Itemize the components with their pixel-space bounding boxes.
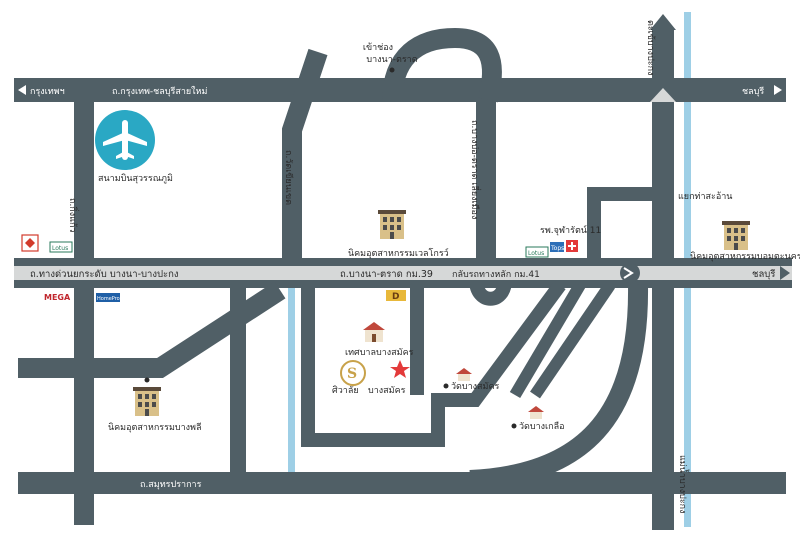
wat-bang-kluea-label: วัดบางเกลือ (519, 421, 565, 432)
top-east-label: ชลบุรี (742, 86, 764, 97)
lotus-logo-east: Lotus (525, 246, 549, 258)
wat-bang-samak-dot (443, 383, 449, 389)
bangplee-label: นิคมอุตสาหกรรมบางพลี (108, 422, 202, 433)
homepro-logo: HomePro (96, 293, 120, 302)
expressway-entrance-l2: บางนา-ตราด (366, 55, 417, 65)
municipality-label: เทศบาลบางสมัคร (345, 348, 414, 358)
lotus-text-west: Lotus (52, 245, 68, 252)
diagonal-road-east-2 (530, 281, 615, 399)
top-chevron (650, 88, 676, 102)
lotus-logo-west: Lotus (49, 241, 73, 253)
mega-text: MEGA (44, 293, 71, 302)
airplane-icon (103, 120, 147, 160)
top-west-label: กรุงเทพฯ (30, 87, 65, 97)
college-label-l2: บางสมัคร (368, 386, 406, 396)
bang-pakong-river-label: แม่น้ำบางปะกง (677, 455, 690, 514)
middle-west-name: ถ.ทางด่วนยกระดับ บางนา-บางปะกง (30, 269, 179, 280)
location-star-icon (390, 360, 410, 378)
bangplee-building-icon (133, 387, 161, 416)
interchange-loop (382, 27, 502, 103)
uturn-circle (620, 263, 640, 283)
bottom-road (18, 472, 786, 494)
kingkaew-road (74, 100, 94, 525)
road-center-short (410, 285, 424, 395)
mega-logo: MEGA (44, 293, 71, 302)
college-label-l1: ศิวาลัย (332, 385, 359, 396)
river-left (288, 283, 295, 473)
bypass-label: ถ.บางบ่อ-ตราด เลี่ยงเมือง (469, 120, 482, 219)
wat-chalong-label: ถ.วัดเขียนเขต (283, 150, 294, 205)
top-road-name: ถ.กรุงเทพ-ชลบุรีสายใหม่ (112, 86, 207, 97)
expressway-entrance-l1: เข้าช่อง (363, 42, 393, 53)
global-house-logo (21, 234, 39, 252)
wat-bang-samak-icon (456, 368, 472, 381)
homepro-text: HomePro (97, 296, 120, 302)
d-logo: D (386, 290, 406, 302)
east-vertical-label: ตะเข้บางปะกง (645, 20, 656, 75)
tops-logo: Tops (550, 242, 564, 252)
east-estate-label: นิคมอุตสาหกรรมบอมตะนคร (690, 251, 800, 262)
east-estate-building-icon (722, 221, 750, 250)
middle-road-name: ถ.บางนา-ตราด กม.39 (340, 269, 433, 280)
college-logo-s: S (347, 366, 357, 382)
entrance-dot (389, 67, 395, 73)
bangplee-dot (144, 377, 150, 383)
road-south-mid (230, 285, 246, 480)
municipality-building-icon (363, 322, 385, 342)
hospital-cross-icon (566, 240, 578, 252)
top-east-arrow (774, 85, 782, 95)
wat-bang-kluea-icon (528, 406, 544, 419)
tops-text: Tops (550, 245, 564, 252)
welgrow-building-icon (378, 210, 406, 239)
middle-east-label: ชลบุรี (752, 268, 775, 280)
municipality-loop-road (301, 280, 566, 447)
tha-sa-an-road (587, 187, 660, 268)
lotus-text-east: Lotus (528, 250, 544, 257)
d-logo-text: D (392, 292, 399, 302)
top-west-arrow (18, 85, 26, 95)
wat-bang-kluea-dot (511, 423, 517, 429)
uturn-arrow (623, 267, 634, 279)
college-logo (340, 360, 366, 386)
bypass-road (476, 100, 496, 275)
hospital-label: รพ.จุฬารัตน์ 11 (540, 224, 601, 236)
diagonal-road-north (282, 48, 328, 270)
middle-east-arrow (780, 266, 790, 280)
tha-sa-an-label: แยกท่าสะอ้าน (678, 191, 732, 202)
expressway-lane (14, 266, 792, 280)
wat-bang-samak-label: วัดบางสมัคร (451, 382, 500, 392)
middle-uturn-label: กลับรถทางหลัก กม.41 (452, 270, 540, 280)
bottom-road-name: ถ.สมุทรปราการ (140, 480, 202, 490)
kingkaew-label: ถ.กิ่งแก้ว (67, 198, 80, 232)
diagonal-road-east-1 (509, 281, 586, 399)
east-arrow (650, 14, 676, 30)
airport-label: สนามบินสุวรรณภูมิ (98, 173, 173, 184)
welgrow-label: นิคมอุตสาหกรรมเวลโกรว์ (348, 247, 449, 259)
